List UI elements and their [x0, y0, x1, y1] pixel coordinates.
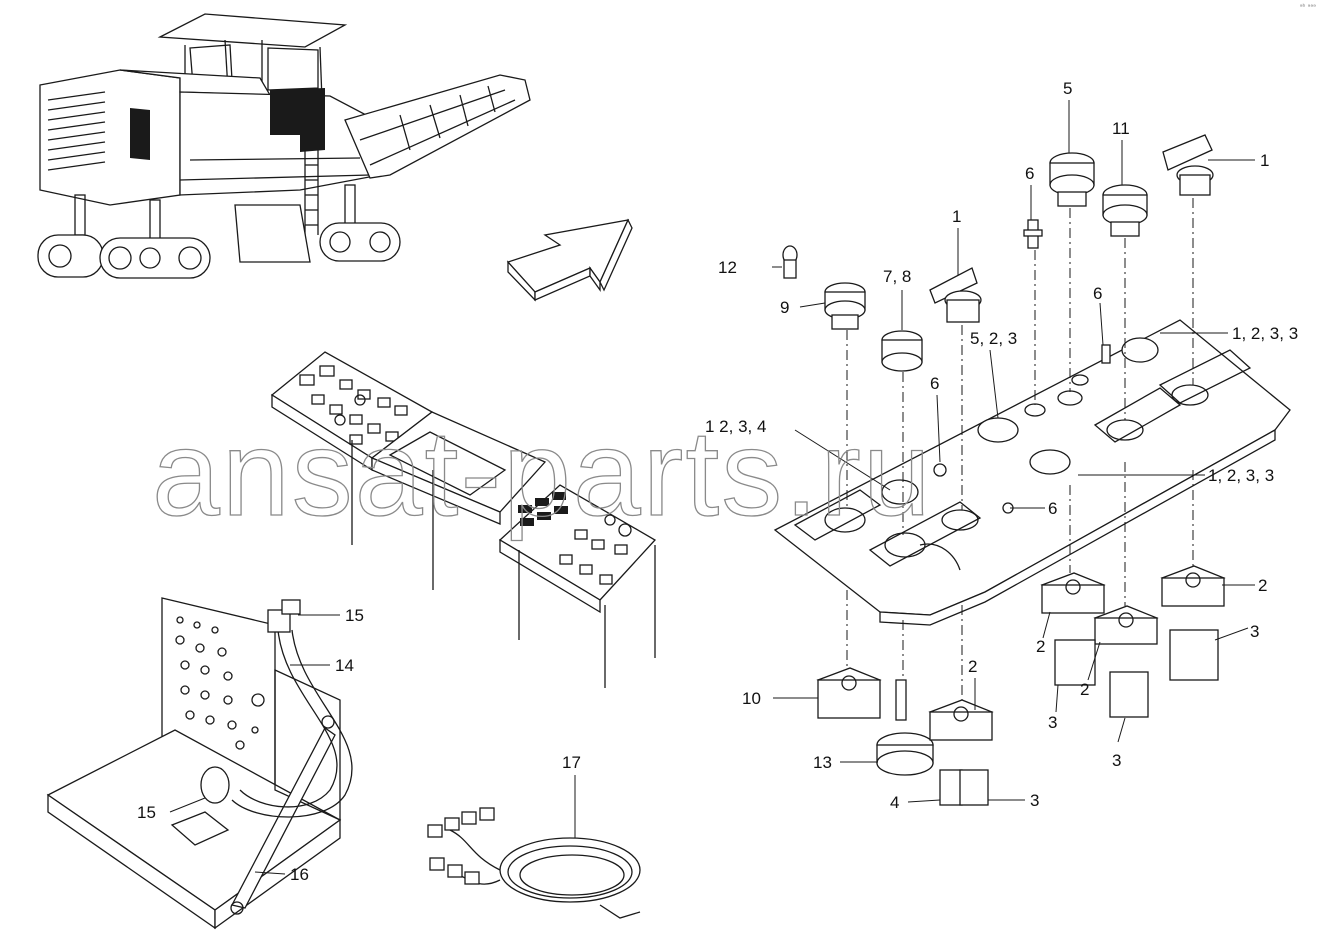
callout-13: 13	[813, 753, 832, 772]
corner-mark: ᵃᵇ ᵃᵃᵃ	[1299, 3, 1316, 11]
callout-4: 4	[890, 793, 899, 812]
callout-17: 17	[562, 753, 581, 772]
callout-16: 16	[290, 865, 309, 884]
callout-1: 1	[952, 207, 961, 226]
callout-11: 11	[1112, 119, 1130, 138]
callout-5-2-3: 5, 2, 3	[970, 329, 1017, 348]
callout-15: 15	[345, 606, 364, 625]
callout-2: 2	[1080, 680, 1089, 699]
callout-6: 6	[1048, 499, 1057, 518]
contact-blocks	[816, 565, 1226, 806]
exploded-components	[782, 134, 1214, 372]
milling-machine-icon	[37, 13, 531, 279]
control-console	[270, 351, 657, 688]
callout-3: 3	[1250, 622, 1259, 641]
callout-6: 6	[1093, 284, 1102, 303]
callout-1: 1	[1260, 151, 1269, 170]
callout-1-2-3-3: 1, 2, 3, 3	[1208, 466, 1274, 485]
callout-3: 3	[1030, 791, 1039, 810]
callout-3: 3	[1048, 713, 1057, 732]
callout-9: 9	[780, 298, 789, 317]
callout-6: 6	[1025, 164, 1034, 183]
callout-6: 6	[930, 374, 939, 393]
callout-12: 12	[718, 258, 737, 277]
callout-14: 14	[335, 656, 354, 675]
callouts: 5 11 1 6 1 12 7, 8 9 6 1, 2, 3, 3 5, 2, …	[137, 79, 1298, 884]
arrow-icon	[506, 218, 633, 302]
callout-7-8: 7, 8	[883, 267, 911, 286]
callout-3: 3	[1112, 751, 1121, 770]
callout-15: 15	[137, 803, 156, 822]
callout-2: 2	[1036, 637, 1045, 656]
watermark: ansat-parts.ru	[152, 405, 933, 541]
panel-plate	[773, 319, 1291, 626]
callout-5: 5	[1063, 79, 1072, 98]
callout-10: 10	[742, 689, 761, 708]
callout-1-2-3-4: 1 2, 3, 4	[705, 417, 766, 436]
callout-2: 2	[968, 657, 977, 676]
leader-lines	[169, 100, 1255, 875]
callout-2: 2	[1258, 576, 1267, 595]
callout-1-2-3-3: 1, 2, 3, 3	[1232, 324, 1298, 343]
alignment-lines	[846, 198, 1194, 700]
cable-harness	[427, 807, 641, 919]
